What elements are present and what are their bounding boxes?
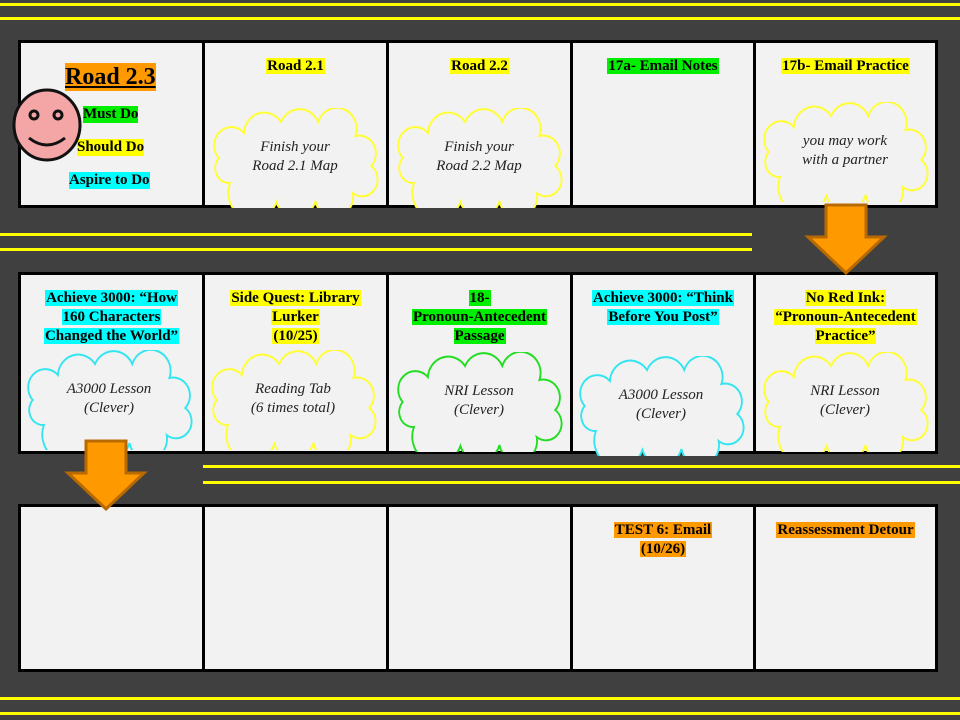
road-line [0, 248, 752, 251]
empty-cell [386, 504, 573, 672]
cloud-text: (Clever) [454, 402, 504, 418]
task-title: Changed the World” [43, 328, 180, 344]
smiley-face-icon [12, 88, 82, 162]
task-title: (10/26) [639, 541, 687, 557]
cloud-note: Reading Tab (6 times total) [200, 350, 386, 450]
task-title: Road 2.2 [450, 58, 509, 74]
cloud-text: NRI Lesson [444, 383, 514, 399]
cloud-text: (Clever) [820, 402, 870, 418]
task-title: (10/25) [272, 328, 319, 344]
task-title: Road 2.1 [266, 58, 325, 74]
task-title: 18- [468, 290, 491, 306]
down-arrow-icon [64, 439, 148, 511]
task-title: 17a- Email Notes [607, 58, 719, 74]
road-line [203, 481, 960, 484]
task-title: Lurker [271, 309, 320, 325]
cloud-text: A3000 Lesson [66, 381, 152, 397]
task-title: Side Quest: Library [230, 290, 361, 306]
task-title: TEST 6: Email [613, 522, 713, 538]
legend-cell: Road 2.3 Must Do Should Do Aspire to Do [18, 40, 205, 208]
task-title: No Red Ink: [804, 290, 887, 306]
cloud-text: Finish your [444, 139, 514, 155]
task-cell-17a[interactable]: 17a- Email Notes [570, 40, 756, 208]
cloud-note: A3000 Lesson (Clever) [16, 350, 202, 450]
cloud-text: Road 2.2 Map [436, 158, 522, 174]
task-title: 17b- Email Practice [781, 58, 910, 74]
cloud-note: NRI Lesson (Clever) [386, 352, 572, 452]
task-title: 160 Characters [61, 309, 162, 325]
cloud-text: (Clever) [636, 406, 686, 422]
cloud-text: A3000 Lesson [618, 387, 704, 403]
road-line [203, 465, 960, 468]
cloud-note: NRI Lesson (Clever) [752, 352, 938, 452]
task-cell-test-6[interactable]: TEST 6: Email (10/26) [570, 504, 756, 672]
task-title: Before You Post” [607, 309, 719, 325]
task-title: Achieve 3000: “Think [591, 290, 734, 306]
legend-should-do: Should Do [77, 139, 145, 156]
task-title: “Pronoun-Antecedent [774, 309, 917, 325]
task-cell-reassessment[interactable]: Reassessment Detour [753, 504, 938, 672]
task-title: Achieve 3000: “How [45, 290, 178, 306]
road-title: Road 2.3 [65, 63, 156, 91]
cloud-text: Reading Tab [255, 381, 331, 397]
cloud-text: (Clever) [84, 400, 134, 416]
cloud-text: (6 times total) [250, 400, 336, 416]
cloud-text: Road 2.1 Map [252, 158, 338, 174]
road-line [0, 3, 960, 6]
road-line [0, 712, 960, 715]
task-title: Reassessment Detour [776, 522, 915, 538]
task-title: Practice” [814, 328, 877, 344]
road-line [0, 233, 752, 236]
cloud-note: you may work with a partner [752, 102, 938, 202]
cloud-text: Finish your [260, 139, 330, 155]
empty-cell [202, 504, 389, 672]
road-line [0, 17, 960, 20]
task-title: Pronoun-Antecedent [411, 309, 548, 325]
cloud-text: NRI Lesson [810, 383, 880, 399]
legend-aspire-to-do: Aspire to Do [69, 172, 150, 189]
empty-cell [18, 504, 205, 672]
legend-must-do: Must Do [83, 106, 139, 123]
down-arrow-icon [804, 203, 888, 275]
task-title: Passage [453, 328, 506, 344]
cloud-note: A3000 Lesson (Clever) [568, 356, 754, 456]
cloud-text: you may work [802, 133, 888, 149]
cloud-text: with a partner [802, 152, 888, 168]
road-line [0, 697, 960, 700]
